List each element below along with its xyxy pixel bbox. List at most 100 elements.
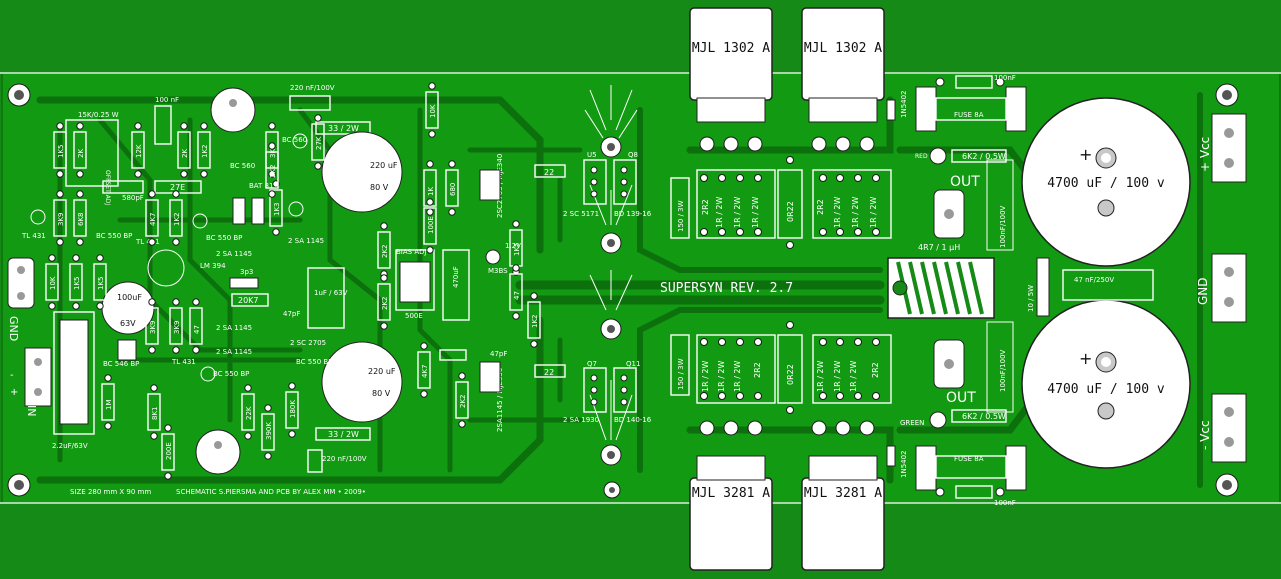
resistor-body — [197, 131, 211, 169]
cap-label: 220 uF — [370, 161, 398, 170]
resistor-value-label: 4K7 — [421, 365, 429, 379]
vcc-neg-connector: - Vcc — [1198, 393, 1247, 463]
filter-capacitor-bottom: + 4700 uF / 100 v — [1021, 299, 1191, 469]
resistor-label: 2R2 — [701, 199, 710, 215]
resistor-body — [285, 391, 299, 429]
solder-pad — [72, 254, 80, 262]
solder-pad — [200, 122, 208, 130]
driver-transistor-top: U5 Q8 2 SC 5171 BD 139-16 — [563, 151, 652, 218]
resistor-body — [93, 263, 107, 301]
mounting-hole — [600, 318, 622, 340]
mounting-hole — [1215, 83, 1239, 107]
semiconductor-labels: BC 560 BC 560 BC 550 BP BC 550 BP BC 550… — [30, 133, 504, 432]
ic-label: 2 SA 1145 — [216, 348, 252, 356]
solder-pad — [56, 122, 64, 130]
solder-pad — [48, 254, 56, 262]
solder-pad — [426, 208, 434, 216]
solder-pad — [288, 382, 296, 390]
resistor-value-label: 1K2 — [531, 315, 539, 329]
solder-pad — [380, 322, 388, 330]
resistor-label: 22 — [544, 368, 554, 377]
ic-label: BC 550 BP — [206, 234, 242, 242]
resistor-label: 2R2 — [753, 362, 762, 378]
mounting-hole — [600, 444, 622, 466]
output-transistor-bottom-left: MJL 3281 A — [689, 420, 773, 571]
resistor-body — [131, 131, 145, 169]
output-transistor-top-left: MJL 1302 A — [689, 7, 773, 152]
driver-label: BD 140-16 — [614, 416, 652, 424]
cap-plus-sign: + — [1079, 349, 1092, 368]
solder-pad — [200, 170, 208, 178]
led-green: GREEN 6K2 / 0.5W — [900, 409, 1007, 429]
solder-pad — [192, 346, 200, 354]
resistor-label: 1R / 2W — [733, 196, 742, 228]
mounting-hole — [600, 232, 622, 254]
solder-pad — [272, 228, 280, 236]
solder-pad — [512, 220, 520, 228]
cap-label: 580pF — [122, 194, 144, 202]
resistor-label: 33 / 2W — [328, 430, 359, 439]
resistor-body — [425, 91, 439, 129]
solder-pad — [268, 122, 276, 130]
resistor-body — [509, 273, 523, 311]
cap-label: 80 V — [370, 183, 389, 192]
resistor-body — [101, 383, 115, 421]
gnd-connector-right: GND — [1196, 253, 1247, 323]
cap-label: 3p3 — [240, 268, 253, 276]
driver-transistor-bottom: Q7 Q11 2 SA 1930 BD 140-16 — [563, 360, 652, 424]
solder-pad — [268, 190, 276, 198]
transistor-label: MJL 3281 A — [804, 486, 882, 501]
resistor-value-label: 4K7 — [149, 213, 157, 227]
solder-pad — [448, 208, 456, 216]
resistor-value-label: 1K5 — [513, 243, 521, 257]
resistor-value-label: 1K5 — [73, 277, 81, 291]
resistor-value-label: 390K — [265, 422, 273, 440]
transistor-label: MJL 1302 A — [692, 41, 770, 56]
solder-pad — [420, 390, 428, 398]
output-transistor-top-right: MJL 1302 A — [801, 7, 885, 152]
solder-pad — [426, 198, 434, 206]
output-coil: 4R7 / 1 µH — [887, 243, 995, 319]
resistor-body — [177, 131, 191, 169]
resistor-value-label: 2K2 — [459, 395, 467, 409]
solder-pad — [314, 162, 322, 170]
resistor-body — [69, 263, 83, 301]
gnd-connector-left: GND — [7, 257, 35, 341]
resistor-value-label: 180K — [289, 400, 297, 418]
gnd-label-right: GND — [1196, 277, 1210, 305]
solder-pad — [192, 298, 200, 306]
resistor-label: 6K2 / 0.5W — [962, 412, 1006, 421]
resistor-label: 20K7 — [238, 296, 259, 305]
resistor-label: 33 / 2W — [328, 124, 359, 133]
ic-label: 2 SA 1145 — [216, 250, 252, 258]
resistor-label: 1R / 2W — [816, 360, 825, 392]
resistor-label: 1R / 2W — [869, 196, 878, 228]
mounting-hole — [603, 481, 621, 499]
solder-pad — [96, 302, 104, 310]
ic-label: 2SA1145 / MJE350 — [496, 368, 504, 432]
driver-label: 2 SA 1930 — [563, 416, 599, 424]
solder-pad — [426, 160, 434, 168]
label-220nf-top: 220 nF/100V — [290, 84, 335, 92]
resistor-body — [145, 199, 159, 237]
in-plus-label: + — [10, 387, 18, 398]
solder-pad — [48, 302, 56, 310]
ic-label: 2 SA 1145 — [288, 237, 324, 245]
solder-pad — [104, 422, 112, 430]
cap-label: 4700 uF / 100 v — [1047, 176, 1165, 191]
solder-pad — [244, 384, 252, 392]
resistor-value-label: 1K3 — [273, 203, 281, 217]
resistor-value-label: 1K2 — [173, 213, 181, 227]
resistor-label: 1R / 2W — [833, 196, 842, 228]
label-15k: 15K/0.25 W — [78, 111, 119, 119]
snubber: 47 nF/250V 10 / 5W — [1027, 257, 1154, 317]
bias-resistor-label: 150 / 3W — [677, 358, 685, 390]
cap-label: 1uF / 63V — [314, 289, 348, 297]
resistor-body — [53, 199, 67, 237]
mounting-hole — [1215, 473, 1239, 497]
resistor-label: 0R22 — [786, 201, 795, 222]
ic-label: TL 431 — [21, 232, 46, 240]
emitter-resistor-bank-bottom: 150 / 3W 1R / 2W 1R / 2W 1R / 2W 2R2 0R2… — [670, 321, 892, 414]
solder-pad — [134, 122, 142, 130]
